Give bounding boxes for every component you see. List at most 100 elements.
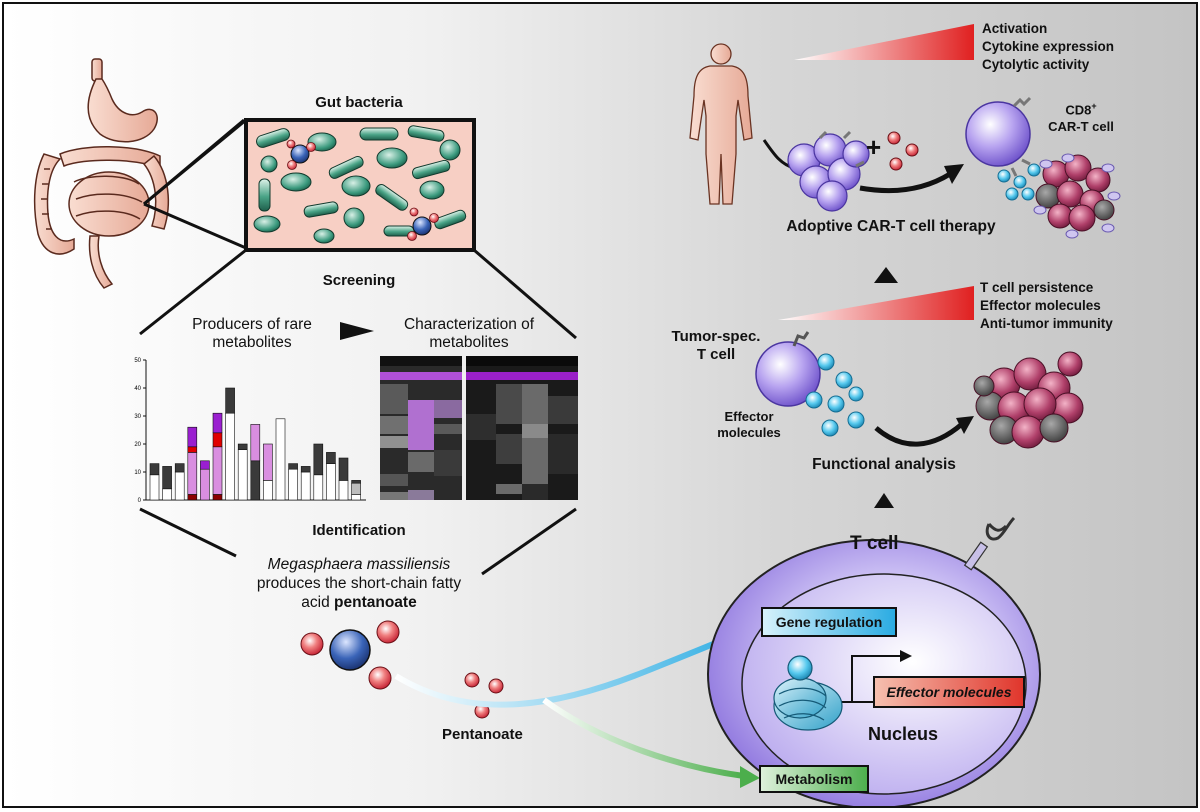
plus-sign: + — [866, 132, 881, 162]
tumor-spec-line-2: T cell — [696, 346, 736, 363]
chart-bar-segment — [313, 443, 324, 476]
heatmap-left — [380, 356, 462, 500]
nucleus-label: Nucleus — [868, 724, 939, 744]
chart-y-tick-label: 20 — [134, 442, 141, 448]
chart-bar-segment — [250, 424, 261, 462]
effector-molecules-box: Effector molecules — [886, 684, 1012, 700]
description-prefix: acid — [301, 594, 335, 611]
chart-y-tick-label: 30 — [134, 414, 141, 420]
functional-analysis-title: Functional analysis — [812, 456, 956, 473]
digestive-tract-icon — [33, 58, 170, 289]
chart-bar-segment — [212, 446, 223, 495]
functional-effects-list: T cell persistence Effector molecules An… — [980, 279, 1113, 333]
chart-bar-segment — [212, 432, 223, 448]
therapy-effects-list: Activation Cytokine expression Cytolytic… — [982, 20, 1114, 74]
characterization-label: Characterization of metabolites — [403, 316, 535, 351]
car-t-cell-cluster-icon — [787, 130, 870, 212]
chart-bar-segment — [275, 418, 286, 501]
chart-y-tick-label: 10 — [134, 470, 141, 476]
chart-bar-segment — [351, 482, 361, 495]
gene-regulation-box: Gene regulation — [775, 614, 883, 630]
chart-bar-segment — [162, 466, 172, 490]
chart-bar-segment — [288, 468, 298, 501]
heatmap-right — [466, 356, 578, 500]
effector-line-1: Effector — [724, 409, 774, 424]
chart-bar-segment — [149, 474, 160, 501]
chart-bar-segment — [237, 449, 248, 501]
pentanoate-label: Pentanoate — [442, 726, 523, 743]
chart-bar-segment — [288, 463, 298, 470]
chart-bar-segment — [174, 463, 185, 473]
pentanoate-molecules-icon — [464, 672, 504, 719]
cd8-text: CD8 — [1065, 102, 1092, 118]
cytokine-molecules-icon — [887, 131, 919, 171]
producers-label: Producers of rare metabolites — [192, 316, 312, 351]
increase-wedge-upper — [794, 24, 974, 60]
persistence-label: T cell persistence — [980, 280, 1094, 295]
description-line-1: produces the short-chain fatty — [256, 575, 462, 592]
chart-y-tick-label: 50 — [134, 358, 141, 364]
chart-bar-segment — [326, 463, 336, 501]
tumor-spec-label: Tumor-spec. T cell — [666, 328, 766, 364]
chart-bar-segment — [187, 452, 198, 495]
chart-bar-segment — [300, 471, 311, 501]
activation-label: Activation — [982, 21, 1048, 36]
megasphaera-bacterium-icon — [300, 620, 400, 690]
cytolytic-label: Cytolytic activity — [982, 57, 1090, 72]
effector-line-2: molecules — [717, 425, 781, 440]
chart-y-tick-label: 40 — [134, 386, 141, 392]
up-arrow-top — [874, 267, 898, 283]
metabolism-box: Metabolism — [775, 771, 853, 787]
species-name: Megasphaera massiliensis — [267, 556, 451, 573]
identification-description: Megasphaera massiliensis produces the sh… — [194, 555, 524, 612]
effector-molecules-label: Effector molecules — [980, 298, 1101, 313]
chart-bar-segment — [250, 460, 261, 501]
pentanoate-bold: pentanoate — [334, 594, 417, 611]
chart-bar-segment — [300, 466, 311, 473]
step-arrow-icon — [340, 322, 374, 340]
tumor-cluster-icon-lower — [973, 351, 1084, 449]
chart-bar-segment — [225, 412, 235, 501]
tumor-spec-line-1: Tumor-spec. — [671, 328, 761, 345]
chart-bar-segment — [162, 488, 172, 501]
chart-bar-segment — [187, 494, 198, 501]
chart-bar-segment — [263, 480, 273, 501]
chart-bar-segment — [187, 446, 198, 453]
cd8-superscript: + — [1091, 101, 1097, 111]
chart-bar-segment — [225, 387, 235, 414]
screening-label: Screening — [322, 272, 396, 289]
chart-bar-segment — [351, 480, 361, 484]
cytokine-label: Cytokine expression — [982, 39, 1115, 54]
cd8-car-t-cell-icon — [965, 96, 1041, 201]
tumor-specific-t-cell-icon — [755, 331, 865, 437]
chart-bar-segment — [149, 463, 160, 476]
chart-bar-segment — [263, 443, 273, 481]
chart-bar-segment — [174, 471, 185, 501]
illustration-layer: + — [33, 24, 1121, 806]
chart-bar-segment — [212, 412, 223, 434]
car-t-text: CAR-T cell — [1048, 119, 1114, 135]
chart-bar-segment — [212, 494, 223, 501]
metabolite-bar-chart: 0 10 20 30 40 50 — [134, 358, 366, 504]
chart-bar-segment — [338, 480, 349, 501]
effector-molecules-caption: Effector molecules — [704, 409, 794, 441]
chart-bar-segment — [237, 443, 248, 450]
identification-label: Identification — [312, 522, 406, 539]
tumor-cluster-icon-upper — [1033, 153, 1121, 239]
chart-bar-segment — [351, 494, 361, 501]
increase-wedge-lower — [778, 286, 974, 320]
chart-bar-segment — [200, 468, 210, 501]
gut-bacteria-box — [244, 118, 476, 252]
cd8-car-t-label: CD8+ CAR-T cell — [1036, 98, 1126, 135]
chart-bar-segment — [200, 460, 210, 470]
metabolism-arrow-head — [740, 766, 760, 788]
chart-bar-segment — [187, 426, 198, 448]
t-cell-title: T cell — [850, 533, 899, 554]
anti-tumor-label: Anti-tumor immunity — [980, 316, 1113, 331]
therapy-title: Adoptive CAR-T cell therapy — [786, 218, 996, 235]
chart-bar-segment — [338, 457, 349, 481]
human-figure-icon — [689, 43, 753, 205]
chart-y-tick-label: 0 — [138, 498, 142, 504]
description-line-2: acid pentanoate — [194, 593, 524, 612]
